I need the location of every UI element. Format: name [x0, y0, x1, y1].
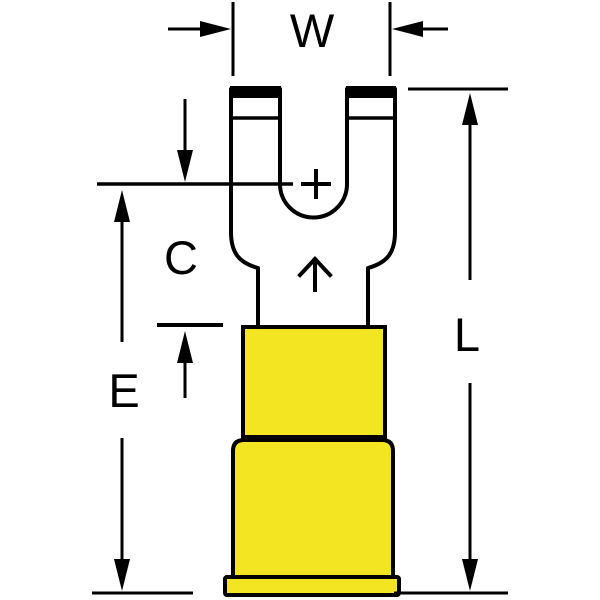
l-bottom-arrowhead-icon [462, 559, 478, 591]
right-prong-tip-cap [346, 86, 396, 98]
dimension-w: W [168, 2, 448, 76]
w-left-arrowhead-icon [200, 21, 231, 37]
center-mark-icon [301, 169, 331, 199]
w-right-arrowhead-icon [392, 21, 423, 37]
orientation-arrow-icon [297, 256, 333, 292]
left-prong-tip-cap [230, 86, 281, 98]
terminal-outline [229, 87, 397, 338]
l-top-arrowhead-icon [462, 93, 478, 125]
barrel-base-flange [223, 575, 401, 597]
barrel-lower-section [231, 438, 395, 583]
e-bottom-arrowhead-icon [114, 559, 130, 591]
dimension-e: E [92, 190, 193, 595]
c-bottom-arrowhead-icon [177, 331, 193, 363]
e-label: E [108, 364, 139, 417]
l-label: L [454, 308, 480, 361]
dimension-c: C [97, 99, 293, 398]
dimension-l: L [394, 87, 508, 595]
w-label: W [290, 4, 335, 57]
barrel-upper-section [241, 325, 387, 439]
c-top-arrowhead-icon [177, 150, 193, 182]
e-top-arrowhead-icon [114, 190, 130, 222]
insulation-barrel [223, 325, 401, 597]
c-label: C [164, 231, 198, 284]
fork-terminal [229, 86, 397, 338]
